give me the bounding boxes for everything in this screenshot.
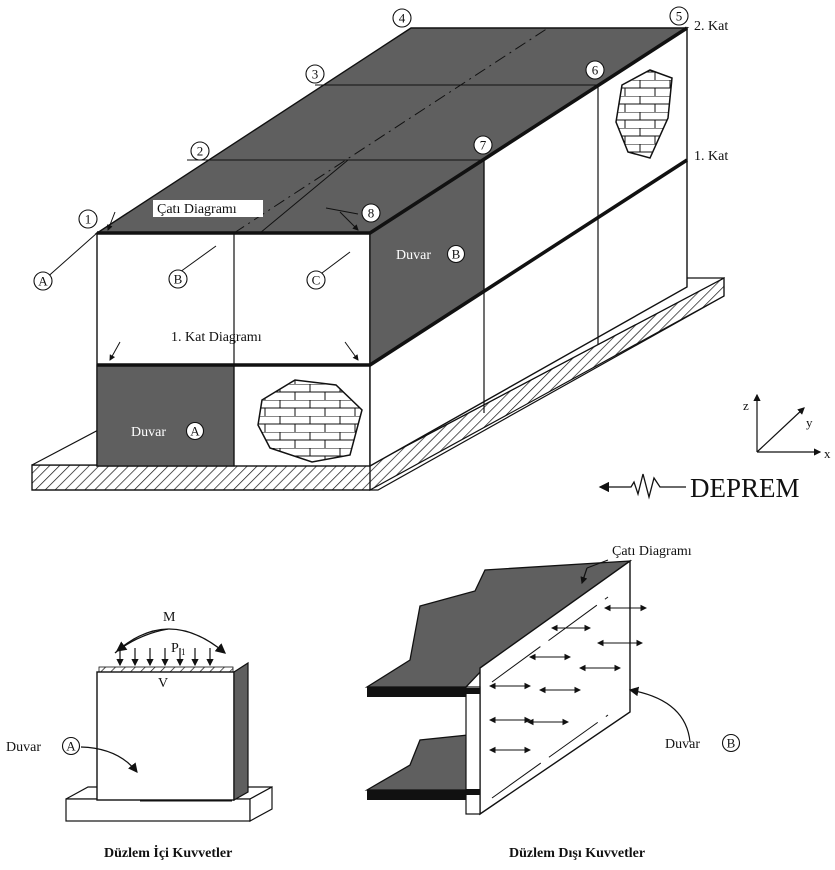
wall-a-label: Duvar A — [131, 421, 205, 441]
wall-a-panel — [96, 364, 235, 467]
gridline-marker-7: 7 — [473, 135, 493, 155]
floor-diaphragm-arrow-right — [344, 341, 359, 361]
svg-text:7: 7 — [480, 138, 487, 153]
out-of-plane-detail: Çatı Diagramı Duvar B Düzlem Dışı Kuvvet… — [364, 544, 741, 861]
out-of-plane-caption: Düzlem Dışı Kuvvetler — [509, 846, 645, 861]
earthquake-label: DEPREM — [690, 473, 800, 503]
axis-z-label: z — [743, 398, 749, 413]
floor-diaphragm-arrow-left — [109, 341, 121, 361]
axis-x-label: x — [824, 446, 831, 461]
in-plane-detail: M P 1 V Duvar A Düzlem İçi Kuvvetler — [6, 610, 273, 861]
wall-b-label: Duvar B — [393, 244, 466, 264]
shear-label: V — [158, 676, 168, 691]
gridline-marker-5: 5 — [669, 6, 689, 26]
axis-a-leader — [43, 232, 98, 281]
roof-level-label: 2. Kat — [694, 19, 728, 34]
gridline-marker-8: 8 — [361, 203, 381, 223]
out-of-plane-force-arrows — [488, 604, 648, 754]
roof-edge-heavy — [97, 26, 688, 235]
roof-dash-centerline — [233, 27, 549, 234]
svg-text:6: 6 — [592, 63, 599, 78]
detail-wall-b-mark: B — [727, 736, 736, 751]
brick-opening-side — [615, 69, 673, 159]
axial-load-subscript: 1 — [181, 647, 186, 657]
svg-text:Duvar: Duvar — [396, 248, 431, 263]
in-plane-caption: Düzlem İçi Kuvvetler — [104, 844, 232, 861]
axial-load-arrows — [116, 648, 214, 667]
axis-c-leader — [317, 251, 351, 277]
gridline-marker-3: 3 — [305, 64, 325, 84]
detail-wall-b-text: Duvar — [665, 737, 700, 752]
axis-y-label: y — [806, 415, 813, 430]
svg-text:3: 3 — [312, 67, 319, 82]
moment-label: M — [163, 610, 176, 625]
axis-marker-b: B — [168, 269, 188, 289]
svg-text:2: 2 — [197, 144, 204, 159]
gridline-marker-2: 2 — [190, 141, 210, 161]
roof-diaphragm-label: Çatı Diagramı — [157, 202, 237, 217]
svg-text:C: C — [312, 273, 321, 288]
base-slab-front-hatch — [31, 464, 371, 491]
gridline-marker-4: 4 — [392, 8, 412, 28]
gridline-marker-1: 1 — [78, 209, 98, 229]
svg-text:B: B — [174, 272, 183, 287]
svg-text:A: A — [190, 424, 200, 439]
roof-diaphragm-arrow-left — [107, 211, 116, 231]
brick-opening-front — [257, 379, 363, 463]
building-model — [31, 26, 725, 492]
roof-cross-b — [259, 159, 349, 234]
detail-wall-a-mark: A — [66, 739, 76, 754]
detail-roof-diaphragm-label: Çatı Diagramı — [612, 544, 692, 559]
axis-marker-a: A — [33, 271, 53, 291]
svg-text:5: 5 — [676, 9, 683, 24]
gridline-8-leader — [325, 207, 359, 215]
floor-1-edge-heavy — [97, 158, 688, 367]
svg-text:1: 1 — [85, 212, 92, 227]
detail-wall-a-text: Duvar — [6, 740, 41, 755]
svg-text:A: A — [38, 274, 48, 289]
first-floor-level-label: 1. Kat — [694, 149, 728, 164]
axis-b-leader — [179, 245, 217, 273]
gridline-marker-6: 6 — [585, 60, 605, 80]
earthquake-indicator: DEPREM — [598, 473, 800, 503]
svg-text:B: B — [452, 247, 461, 262]
axis-marker-c: C — [306, 270, 326, 290]
svg-text:4: 4 — [399, 11, 406, 26]
roof-diaphragm-arrow-right — [339, 211, 359, 231]
axial-load-label: P — [171, 641, 179, 656]
grid-markers: 1 2 3 4 5 6 7 8 — [33, 6, 689, 291]
coordinate-axes: z y x — [743, 393, 831, 461]
svg-text:Duvar: Duvar — [131, 425, 166, 440]
svg-text:8: 8 — [368, 206, 375, 221]
roof-diaphragm-label-bg — [153, 200, 263, 217]
floor-diaphragm-label: 1. Kat Diagramı — [171, 330, 262, 345]
